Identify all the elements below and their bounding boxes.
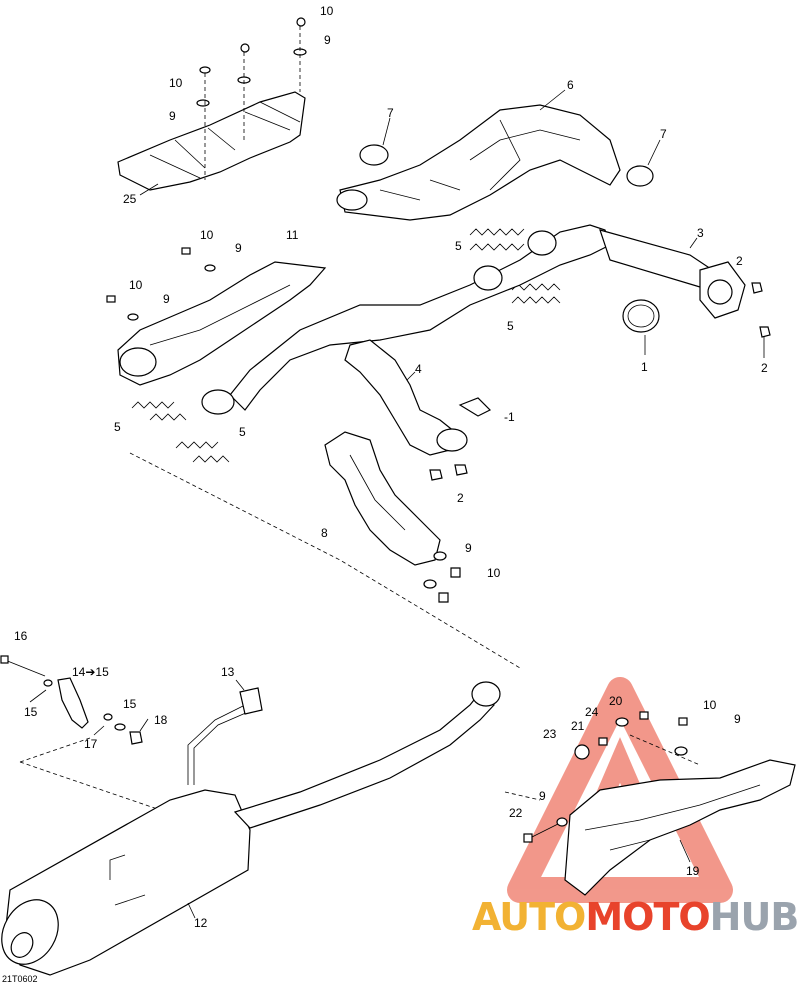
heat-shield-lower xyxy=(324,431,461,603)
callout-5: 5 xyxy=(507,319,514,333)
callout-10: 10 xyxy=(169,76,183,90)
callout-15: 15 xyxy=(24,705,38,719)
callout-7: 7 xyxy=(660,127,667,141)
callout-6: 6 xyxy=(567,78,574,92)
muffler-hanger xyxy=(187,679,263,785)
callout-2: 2 xyxy=(457,491,464,505)
callout-2: 2 xyxy=(736,254,743,268)
heat-shield-middle xyxy=(117,261,327,386)
fasteners-rear xyxy=(523,711,688,843)
callout-5: 5 xyxy=(114,420,121,434)
callout-4: 4 xyxy=(415,362,422,376)
callout-15: 15 xyxy=(123,697,137,711)
callout-9: 9 xyxy=(734,712,741,726)
callout-3: 3 xyxy=(697,226,704,240)
callout-labels: 10 9 10 9 6 7 7 25 10 9 11 5 3 2 10 9 5 … xyxy=(14,4,768,930)
callout-10: 10 xyxy=(200,228,214,242)
callout-18: 18 xyxy=(154,713,168,727)
callout-9: 9 xyxy=(235,241,242,255)
assembly-guide-lines xyxy=(19,452,701,816)
fasteners-upper-left xyxy=(196,17,307,180)
watermark-part-hub: HUB xyxy=(709,895,800,939)
watermark-part-moto: MOTO xyxy=(585,895,710,939)
springs xyxy=(131,228,561,463)
callout-17: 17 xyxy=(84,737,98,751)
callout-9: 9 xyxy=(324,33,331,47)
exhaust-manifold-upper xyxy=(336,89,661,221)
callout-21: 21 xyxy=(571,719,585,733)
callout-10: 10 xyxy=(703,698,717,712)
callout-16: 16 xyxy=(14,629,28,643)
callout-8: 8 xyxy=(321,526,328,540)
callout-5: 5 xyxy=(239,425,246,439)
callout-9: 9 xyxy=(539,789,546,803)
heat-shield-upper xyxy=(117,91,306,196)
watermark-part-auto: AUTO xyxy=(472,895,586,939)
callout-10: 10 xyxy=(320,4,334,18)
callout-9: 9 xyxy=(163,292,170,306)
callout-14-15: 14➔15 xyxy=(72,665,109,679)
callout-11: 11 xyxy=(286,228,299,242)
callout-22: 22 xyxy=(509,806,523,820)
y-pipe xyxy=(344,339,492,456)
callout-2: 2 xyxy=(761,361,768,375)
callout-13: 13 xyxy=(221,665,235,679)
callout-1: 1 xyxy=(641,360,648,374)
callout-9: 9 xyxy=(465,541,472,555)
callout-1-gasket: -1 xyxy=(504,410,515,424)
heat-shield-rear xyxy=(564,759,796,896)
callout-12: 12 xyxy=(194,916,208,930)
front-exhaust-pipe xyxy=(201,224,771,415)
callout-10: 10 xyxy=(487,566,501,580)
callout-24: 24 xyxy=(585,705,599,719)
callout-10: 10 xyxy=(129,278,143,292)
bracket-assembly xyxy=(0,655,149,745)
watermark-text: AUTOMOTOHUB xyxy=(472,895,800,939)
callout-20: 20 xyxy=(609,694,623,708)
callout-9: 9 xyxy=(169,109,176,123)
drawing-code: 21T0602 xyxy=(2,974,38,984)
muffler xyxy=(1,681,501,976)
fasteners-middle-left xyxy=(106,247,216,321)
callout-7: 7 xyxy=(387,106,394,120)
callout-23: 23 xyxy=(543,727,557,741)
callout-25: 25 xyxy=(123,192,137,206)
y-pipe-nuts xyxy=(429,464,468,481)
callout-19: 19 xyxy=(686,864,700,878)
callout-5: 5 xyxy=(455,239,462,253)
